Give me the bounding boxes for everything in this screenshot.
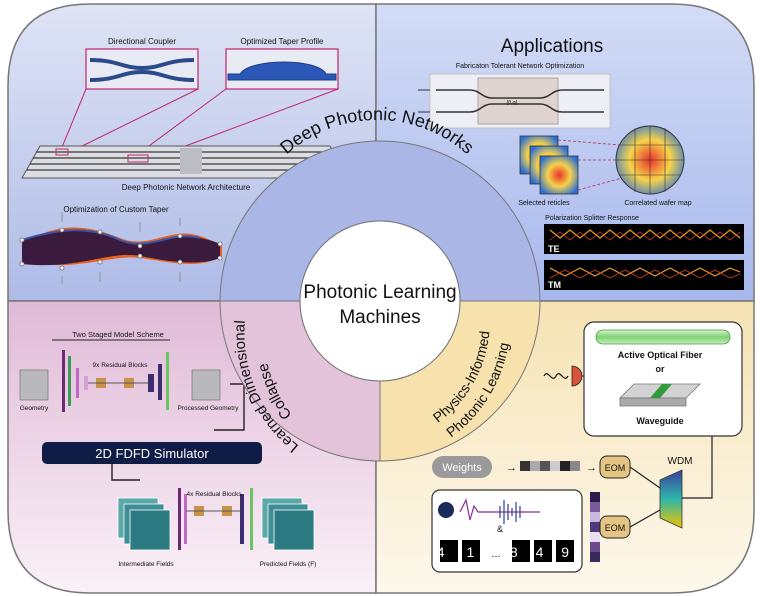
eom-to-wdm-link bbox=[629, 466, 661, 489]
or-label: or bbox=[656, 364, 665, 374]
arrow-icon: → bbox=[586, 462, 597, 474]
coupler-waveguide-top bbox=[89, 58, 195, 71]
custom-taper-optimization bbox=[19, 212, 223, 284]
intermediate-fields-stack bbox=[117, 497, 171, 551]
selected-reticles-label: Selected reticles bbox=[518, 200, 570, 207]
mesh-network-diagram: {θ,φ} bbox=[418, 73, 611, 129]
network-optimization-label: Fabricaton Tolerant Network Optimization bbox=[456, 63, 584, 70]
residual-blocks-9-label: 9x Residual Blocks bbox=[93, 362, 149, 369]
processed-geometry-image bbox=[191, 369, 221, 401]
reticle-stack bbox=[519, 135, 579, 195]
predicted-fields-stack bbox=[261, 497, 315, 551]
wdm-output-link bbox=[682, 436, 713, 499]
photodetector bbox=[571, 365, 583, 387]
eom-bottom-label: EOM bbox=[605, 523, 626, 533]
audio-wave-icon bbox=[459, 498, 540, 521]
tm-label: TM bbox=[548, 280, 561, 290]
callout-line bbox=[69, 88, 199, 153]
directional-coupler-label: Directional Coupler bbox=[108, 37, 176, 46]
waveguide-label: Waveguide bbox=[636, 416, 683, 426]
custom-taper-label: Optimization of Custom Taper bbox=[63, 205, 169, 214]
architecture-label: Deep Photonic Network Architecture bbox=[122, 183, 251, 192]
wdm-prism bbox=[659, 469, 683, 529]
splitter-response-title: Polarization Splitter Response bbox=[545, 215, 639, 222]
geometry-image bbox=[19, 369, 49, 401]
speaker-head-icon bbox=[438, 502, 454, 518]
wdm-label: WDM bbox=[668, 456, 693, 467]
center-circle bbox=[299, 220, 461, 382]
coupler-waveguide-bottom bbox=[89, 69, 195, 82]
wafer-map bbox=[615, 125, 685, 195]
center-title-line1: Photonic Learning bbox=[303, 282, 456, 303]
audio-spectrum-icon bbox=[499, 500, 521, 524]
residual-blocks-4-label: 4x Residual Blocks bbox=[187, 491, 243, 498]
optimized-taper-label: Optimized Taper Profile bbox=[241, 37, 325, 46]
tm-waveform bbox=[549, 267, 741, 277]
correlation-line bbox=[577, 177, 623, 191]
eom-to-wdm-link bbox=[629, 509, 661, 528]
tm-waveform-secondary bbox=[549, 269, 741, 279]
te-waveform-secondary bbox=[549, 231, 741, 241]
tm-response-plot bbox=[544, 260, 744, 290]
input-vector bbox=[590, 492, 600, 562]
optical-fiber-image bbox=[595, 329, 731, 345]
encoder-decoder-network-1 bbox=[62, 350, 169, 412]
te-response-plot bbox=[544, 224, 744, 254]
wafer-map-label: Correlated wafer map bbox=[624, 200, 691, 207]
intermediate-fields-label: Intermediate Fields bbox=[118, 561, 174, 568]
processed-geometry-label: Processed Geometry bbox=[177, 405, 239, 412]
mnist-digits bbox=[440, 540, 574, 562]
svg-text:{θ,φ}: {θ,φ} bbox=[507, 100, 518, 106]
digits-right: 8 4 9 bbox=[510, 544, 576, 560]
encoder-decoder-network-2 bbox=[178, 488, 253, 550]
taper-shape bbox=[227, 61, 337, 81]
center-title-line2: Machines bbox=[339, 307, 420, 328]
waveguide-image bbox=[619, 383, 701, 407]
geometry-label: Geometry bbox=[20, 405, 49, 412]
weights-box bbox=[432, 456, 492, 478]
digits-dots: ... bbox=[491, 548, 500, 560]
correlation-line bbox=[557, 139, 621, 146]
input-signal-wave bbox=[543, 373, 569, 379]
fdfd-simulator-label: 2D FDFD Simulator bbox=[95, 446, 209, 461]
digits-left: 4 1 bbox=[437, 544, 483, 560]
ampersand-label: & bbox=[497, 524, 503, 534]
weight-vector bbox=[520, 461, 580, 471]
fiber-waveguide-box bbox=[583, 321, 743, 437]
arrow-icon: → bbox=[506, 462, 517, 474]
model-scheme-label: Two Staged Model Scheme bbox=[72, 330, 164, 339]
flow-arrow bbox=[214, 383, 245, 431]
optical-fiber-label: Active Optical Fiber bbox=[618, 350, 703, 360]
callout-line bbox=[59, 88, 87, 153]
applications-title: Applications bbox=[501, 36, 603, 57]
predicted-fields-label: Predicted Fields (F) bbox=[260, 561, 317, 568]
te-label: TE bbox=[548, 244, 560, 254]
flow-arrow bbox=[111, 464, 140, 481]
te-waveform bbox=[549, 229, 741, 239]
eom-top-label: EOM bbox=[605, 463, 626, 473]
fdfd-simulator-box bbox=[42, 442, 262, 464]
weights-label: Weights bbox=[442, 462, 482, 474]
